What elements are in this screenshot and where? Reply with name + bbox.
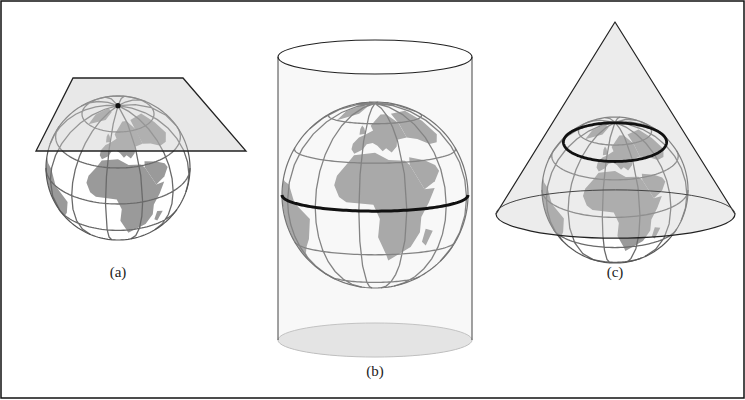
- label-holder: (b): [335, 362, 415, 380]
- cone-base-back: [496, 190, 735, 214]
- tangent-point: [115, 103, 120, 108]
- cylinder-top: [278, 40, 472, 74]
- figure-label: (c): [575, 263, 655, 281]
- cylinder-surface: [278, 57, 472, 357]
- label-holder: (a): [78, 263, 158, 281]
- continent: [154, 211, 162, 221]
- label-holder: (c): [575, 263, 655, 281]
- cone-surface: [496, 22, 735, 238]
- conic-figure: [496, 22, 735, 263]
- figure-label: (a): [78, 263, 158, 281]
- tangent-line: [563, 123, 666, 162]
- figure-label: (b): [335, 362, 415, 380]
- cylindrical-figure: [278, 40, 472, 357]
- tangent-line: [282, 195, 468, 211]
- azimuthal-plane-figure: [36, 78, 246, 240]
- cylinder-side: [278, 57, 472, 340]
- projection-plane: [36, 78, 246, 151]
